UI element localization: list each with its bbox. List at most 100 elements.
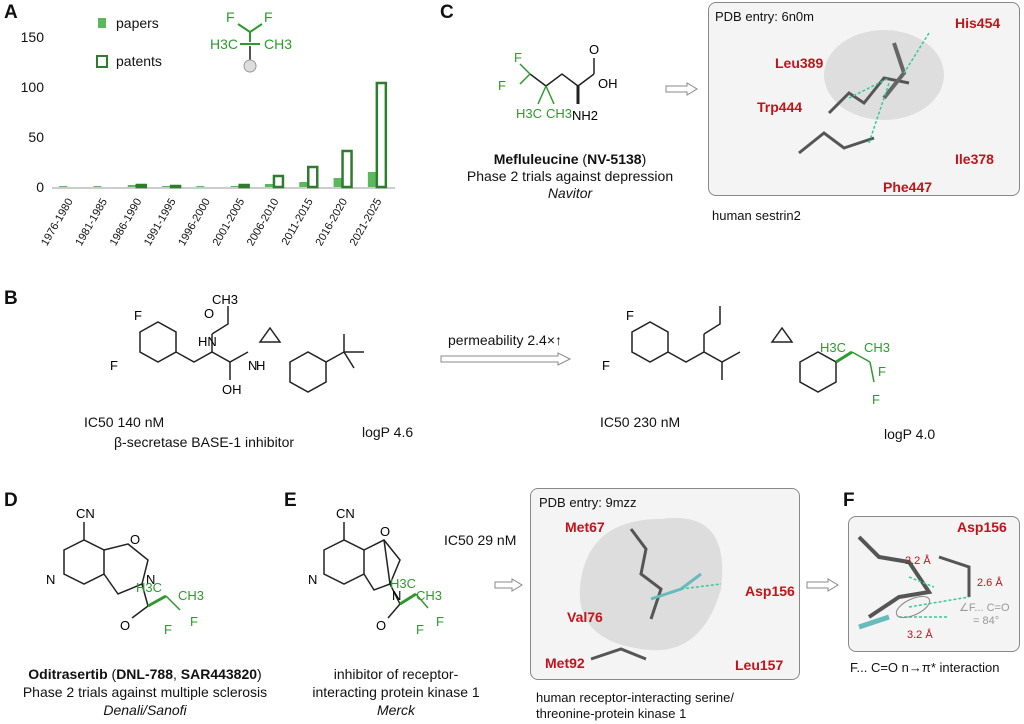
panel-label-d: D: [4, 490, 18, 511]
sestrin2-structure-box: PDB entry: 6n0m His454 Leu389 Trp444 Ile…: [708, 2, 1020, 196]
e-desc-1: inhibitor of receptor-: [333, 666, 459, 682]
e-desc-2: interacting protein kinase 1: [312, 684, 480, 700]
mefluleucine-name-bold: Mefluleucine: [493, 151, 579, 167]
f-caption: F... C=O n→π* interaction: [850, 660, 1000, 675]
bar-papers: [333, 178, 342, 187]
b-right-f1: F: [626, 308, 634, 323]
mefluleucine-structure: F F O OH H3C CH3 NH2: [498, 42, 618, 123]
merck-ripk1-structure: CN O N N O H3C CH3 F F: [308, 506, 444, 637]
mefluleucine-code: NV-5138: [587, 151, 642, 167]
legend-patents-label: patents: [116, 53, 162, 69]
residue-met67: Met67: [565, 519, 605, 535]
f-distance-2: 2.6 Å: [977, 577, 1003, 589]
bar-papers: [162, 186, 171, 187]
b-right-f4: F: [872, 392, 880, 407]
e-atom-o: O: [380, 524, 390, 539]
e-atom-f2: F: [436, 614, 444, 629]
difluoro-tbutyl-structure: F F H3C CH3: [210, 9, 292, 73]
ripk1-render: [579, 517, 723, 661]
sestrin2-pdb: PDB entry: 6n0m: [715, 9, 814, 24]
panel-label-b: B: [4, 288, 18, 309]
c-atom-ch3: CH3: [546, 106, 572, 121]
open-arrow-f-icon: [806, 578, 839, 592]
mefluleucine-trial: Phase 2 trials against depression: [466, 168, 674, 184]
b-right-h3c: H3C: [820, 340, 846, 355]
mol-a-f2: F: [264, 9, 273, 25]
sestrin2-caption: human sestrin2: [712, 208, 801, 223]
residue-his454: His454: [955, 15, 1001, 31]
c-atom-f2: F: [498, 78, 506, 93]
ripk1-structure-box: PDB entry: 9mzz Met67 Asp156 Val76 Met92…: [530, 488, 800, 680]
bar-papers: [127, 185, 136, 187]
panel-label-f: F: [843, 490, 855, 511]
e-company: Merck: [376, 702, 416, 718]
bar-patents: [341, 149, 353, 189]
bar-patents: [135, 183, 147, 189]
bar-patents: [375, 81, 388, 189]
c-atom-nh2: NH2: [572, 108, 598, 123]
f-distance-3: 3.2 Å: [907, 629, 933, 641]
b-left-n: N: [248, 358, 257, 373]
bar-papers: [367, 172, 376, 187]
oditrasertib-trial: Phase 2 trials against multiple sclerosi…: [22, 684, 268, 700]
oditrasertib-company: Denali/Sanofi: [103, 702, 187, 718]
oditrasertib-code-1: DNL-788: [116, 666, 173, 682]
f-angle-1: ∠F... C=O: [959, 602, 1010, 614]
bar-papers: [59, 186, 68, 187]
b-ic50-right: IC50 230 nM: [600, 414, 681, 430]
y-tick-label: 100: [21, 79, 45, 95]
d-atom-n: N: [46, 572, 55, 587]
d-atom-cn: CN: [76, 506, 95, 521]
c-atom-o: O: [589, 42, 599, 57]
mefluleucine-name: Mefluleucine (NV-5138): [493, 151, 647, 167]
f-interaction-box: Asp156 2.2 Å 2.6 Å 3.2 Å ∠F... C=O = 84°: [848, 516, 1020, 652]
residue-ile378: Ile378: [955, 151, 994, 167]
f-distance-1: 2.2 Å: [905, 555, 931, 567]
e-atom-n2: N: [392, 588, 401, 603]
b-left-ch3: CH3: [212, 292, 238, 307]
e-ic50: IC50 29 nM: [444, 532, 517, 548]
f-angle-2: = 84°: [973, 615, 1000, 627]
e-atom-ch3: CH3: [416, 588, 442, 603]
bar-patents: [272, 174, 285, 189]
x-tick-label: 2001-2005: [211, 197, 248, 249]
e-atom-n: N: [308, 572, 317, 587]
b-right-ch3: CH3: [864, 340, 890, 355]
c-atom-h3c: H3C: [516, 106, 542, 121]
d-atom-ch3: CH3: [178, 588, 204, 603]
residue-met92: Met92: [545, 655, 585, 671]
b-right-f3: F: [878, 364, 886, 379]
d-atom-o: O: [130, 532, 140, 547]
residue-asp156-e: Asp156: [745, 583, 795, 599]
residue-asp156-f: Asp156: [957, 519, 1007, 535]
panel-label-c: C: [440, 2, 454, 23]
open-arrow-icon: [665, 82, 698, 96]
d-atom-o2: O: [120, 618, 130, 633]
c-atom-oh: OH: [598, 76, 618, 91]
e-atom-f1: F: [416, 622, 424, 637]
x-tick-label: 1991-1995: [142, 197, 179, 249]
bar-papers: [299, 182, 308, 187]
sestrin2-render: [798, 30, 944, 155]
residue-trp444: Trp444: [757, 99, 803, 115]
b-right-f2: F: [602, 358, 610, 373]
x-tick-label: 1986-1990: [108, 197, 145, 249]
bar-patents: [307, 165, 319, 189]
x-tick-label: 2016-2020: [313, 197, 350, 249]
x-tick-label: 1996-2000: [176, 197, 213, 249]
y-tick-label: 50: [28, 129, 44, 145]
residue-leu389: Leu389: [775, 55, 824, 71]
bar-papers: [264, 184, 273, 187]
mol-a-f1: F: [226, 9, 235, 25]
b-left-oh: OH: [222, 382, 242, 397]
d-atom-n2: N: [146, 572, 155, 587]
e-atom-o2: O: [376, 618, 386, 633]
b-ic50-left: IC50 140 nM: [84, 414, 165, 430]
bace1-inhibitor-left: F F O HN CH3 OH N H: [110, 292, 364, 397]
x-tick-label: 2006-2010: [245, 197, 282, 249]
residue-phe447: Phe447: [883, 179, 933, 195]
d-atom-f2: F: [190, 614, 198, 629]
panel-label-a: A: [4, 2, 18, 23]
b-left-f2: F: [110, 358, 118, 373]
mol-a-h3c: H3C: [210, 36, 238, 52]
